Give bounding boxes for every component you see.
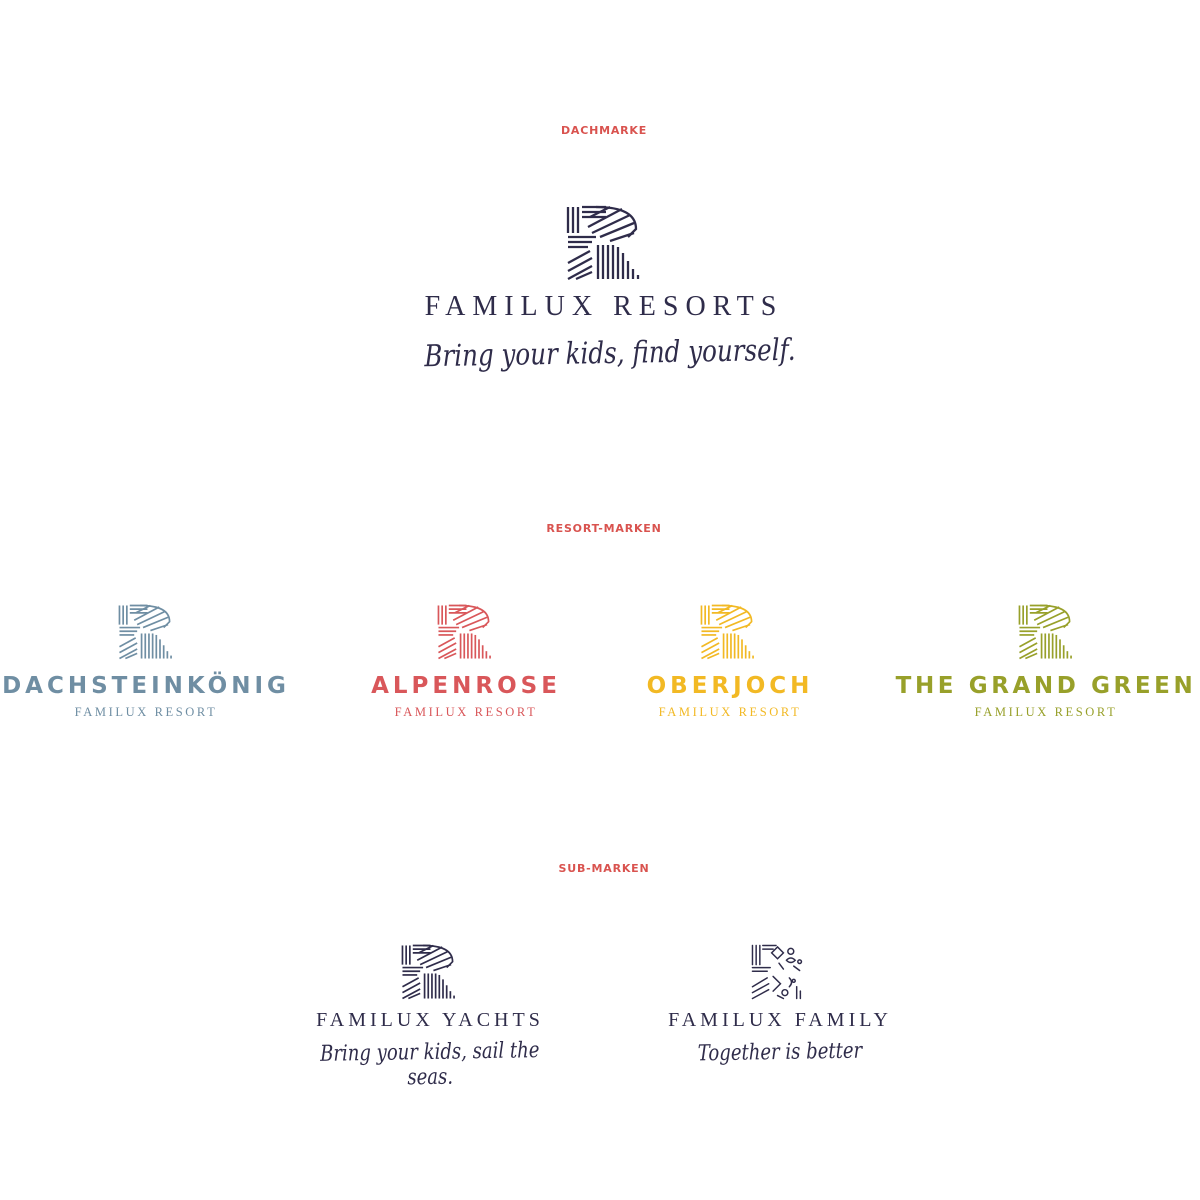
dachsteinkoenig-logo-icon [118,604,174,660]
resort-name: OBERJOCH [646,673,814,699]
section-label-dachmarke: DACHMARKE [560,124,648,137]
resort-subtitle: FAMILUX RESORT [974,705,1118,719]
familux-yachts-logo-icon [401,944,457,1000]
resort-name: DACHSTEINKÖNIG [2,673,290,699]
brand-title-familux-yachts: FAMILUX YACHTS [316,1009,544,1031]
brand-title-familux-resorts: FAMILUX RESORTS [424,291,784,322]
alpenrose-logo-icon [437,604,493,660]
section-label-resort-marken: RESORT-MARKEN [546,522,662,535]
resort-name: THE GRAND GREEN [895,673,1197,699]
grand-green-logo-icon [1018,604,1074,660]
resort-dachsteinkoenig: DACHSTEINKÖNIG FAMILUX RESORT [0,673,292,720]
brand-tagline: Bring your kids, find yourself. [424,332,796,375]
yachts-tagline: Bring your kids, sail the seas. [319,1038,540,1091]
familux-resorts-logo-icon [566,205,642,281]
resort-name: ALPENROSE [371,673,561,699]
familux-family-logo-icon [751,944,807,1000]
resort-subtitle: FAMILUX RESORT [74,705,218,719]
oberjoch-logo-icon [700,604,756,660]
resort-alpenrose: ALPENROSE FAMILUX RESORT [340,673,592,720]
brand-title-familux-family: FAMILUX FAMILY [668,1009,892,1031]
resort-subtitle: FAMILUX RESORT [394,705,538,719]
family-tagline: Together is better [697,1038,863,1067]
resort-the-grand-green: THE GRAND GREEN FAMILUX RESORT [894,673,1198,720]
resort-oberjoch: OBERJOCH FAMILUX RESORT [610,673,850,720]
section-label-sub-marken: SUB-MARKEN [558,862,650,875]
resort-subtitle: FAMILUX RESORT [658,705,802,719]
